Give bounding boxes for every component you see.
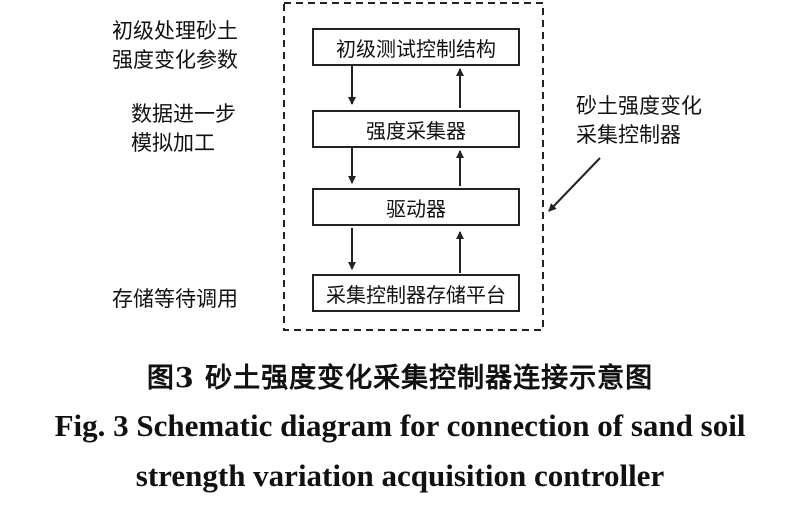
- label-line: 初级处理砂土: [112, 19, 238, 43]
- label-line: 存储等待调用: [112, 287, 238, 311]
- label-further-processing: 数据进一步 模拟加工: [131, 100, 236, 158]
- label-line: 采集控制器: [576, 123, 681, 147]
- label-line: 强度变化参数: [112, 48, 238, 72]
- box-primary-test-control: 初级测试控制结构: [312, 28, 520, 66]
- label-line: 数据进一步: [131, 102, 236, 126]
- label-line: 模拟加工: [131, 131, 215, 155]
- caption-chinese: 图3 砂土强度变化采集控制器连接示意图: [146, 363, 654, 394]
- label-line: 砂土强度变化: [576, 94, 702, 118]
- caption-english-line2: strength variation acquisition controlle…: [135, 458, 665, 493]
- box-strength-collector: 强度采集器: [312, 110, 520, 148]
- label-primary-processing: 初级处理砂土 强度变化参数: [112, 17, 238, 75]
- box-driver: 驱动器: [312, 188, 520, 226]
- caption-english-line1: Fig. 3 Schematic diagram for connection …: [54, 408, 746, 443]
- label-controller: 砂土强度变化 采集控制器: [576, 92, 702, 150]
- controller-dashed-frame: [283, 2, 544, 331]
- label-storage: 存储等待调用: [112, 285, 238, 314]
- box-storage-platform: 采集控制器存储平台: [312, 274, 520, 312]
- arrow-pointer: [548, 157, 601, 212]
